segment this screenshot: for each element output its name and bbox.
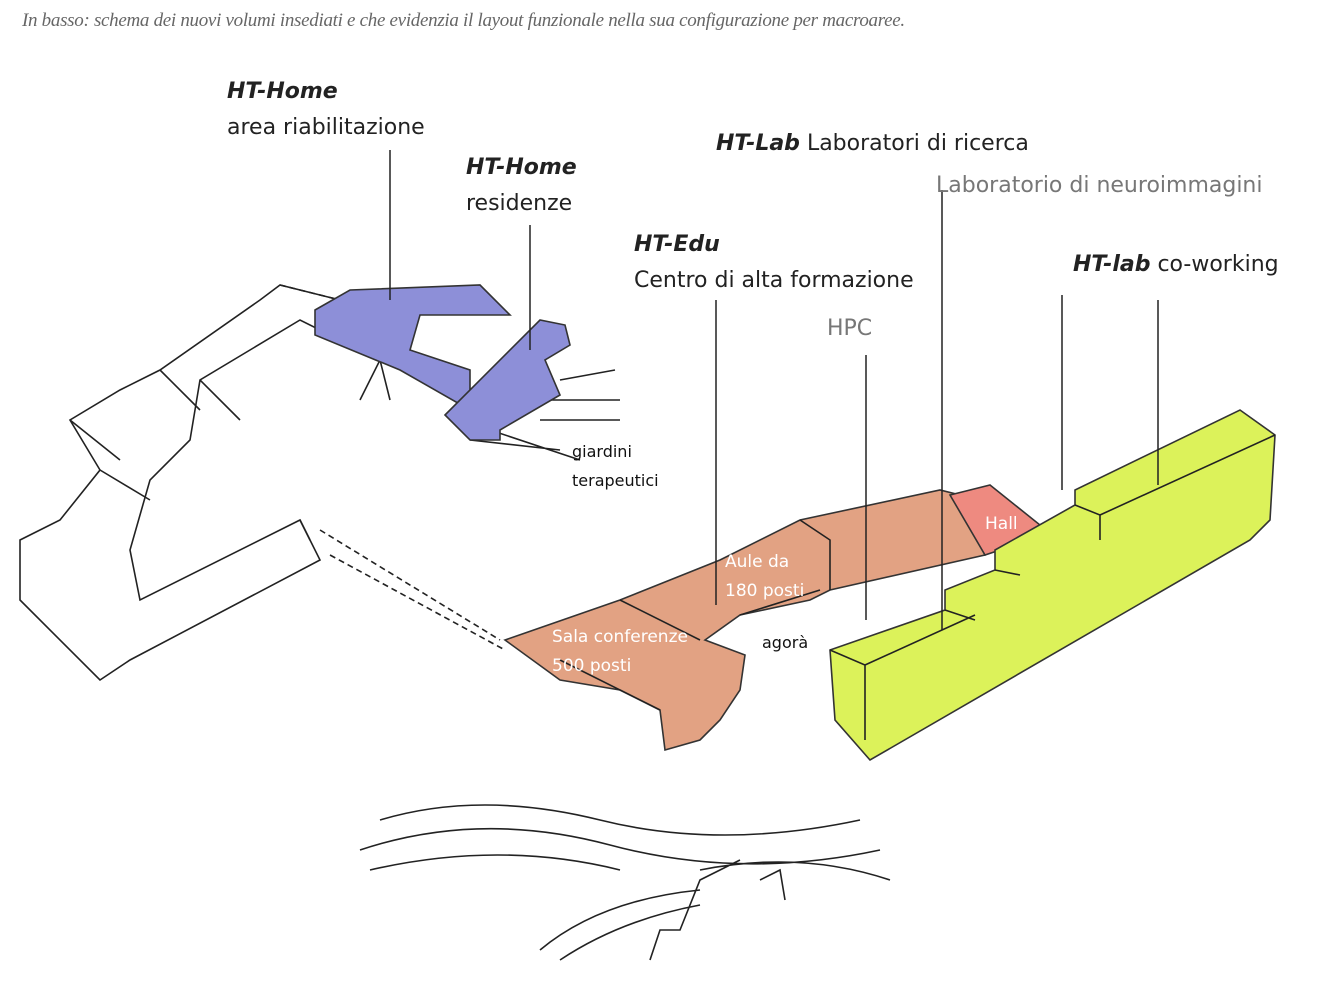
ht-home-residence-volume	[443, 319, 571, 441]
label-title: HT-Edu	[634, 232, 720, 257]
leader-lines	[389, 150, 1159, 630]
ht-lab-volume	[829, 409, 1276, 762]
label-ht-home-rehab: HT-Home area riabilitazione	[227, 74, 425, 146]
label-aule: Aule da 180 posti	[725, 548, 804, 606]
label-neuroimaging: Laboratorio di neuroimmagini	[936, 173, 1263, 198]
label-line: terapeutici	[572, 471, 659, 490]
label-line: 500 posti	[552, 656, 632, 676]
label-ht-home-residences: HT-Home residenze	[466, 150, 577, 222]
label-text: residenze	[466, 191, 573, 216]
label-hall: Hall	[985, 514, 1018, 534]
label-title: HT-Home	[466, 155, 577, 180]
label-line: Sala conferenze	[552, 627, 688, 647]
river-lines	[359, 804, 891, 961]
label-text: Centro di alta formazione	[634, 268, 914, 293]
label-gardens: giardini terapeutici	[572, 437, 659, 495]
label-text: co-working	[1157, 252, 1279, 277]
label-line: giardini	[572, 442, 632, 461]
label-ht-lab-coworking: HT-lab co-working	[1073, 247, 1279, 283]
existing-building-detail	[69, 369, 311, 541]
ht-edu-volume	[503, 489, 986, 752]
label-sala-conferenze: Sala conferenze 500 posti	[552, 623, 688, 681]
label-line: Aule da	[725, 552, 790, 572]
ht-edu-lines	[559, 519, 831, 711]
ht-lab-lines	[829, 434, 1276, 740]
label-ht-lab: HT-Lab Laboratori di ricerca	[716, 126, 1029, 162]
label-hpc: HPC	[827, 316, 873, 341]
label-ht-edu: HT-Edu Centro di alta formazione	[634, 227, 914, 299]
label-line: 180 posti	[725, 581, 805, 601]
connector-dashed	[279, 284, 506, 651]
label-title: HT-Home	[227, 79, 338, 104]
label-text: area riabilitazione	[227, 115, 425, 140]
ht-home-rehab-volume	[314, 284, 512, 412]
label-text: Laboratori di ricerca	[806, 131, 1029, 156]
existing-building-outline	[19, 284, 352, 682]
garden-lines	[359, 357, 620, 461]
label-title: HT-lab	[1073, 252, 1151, 277]
label-title: HT-Lab	[716, 131, 800, 156]
label-agora: agorà	[762, 633, 809, 652]
figure-caption: In basso: schema dei nuovi volumi insedi…	[22, 10, 905, 31]
